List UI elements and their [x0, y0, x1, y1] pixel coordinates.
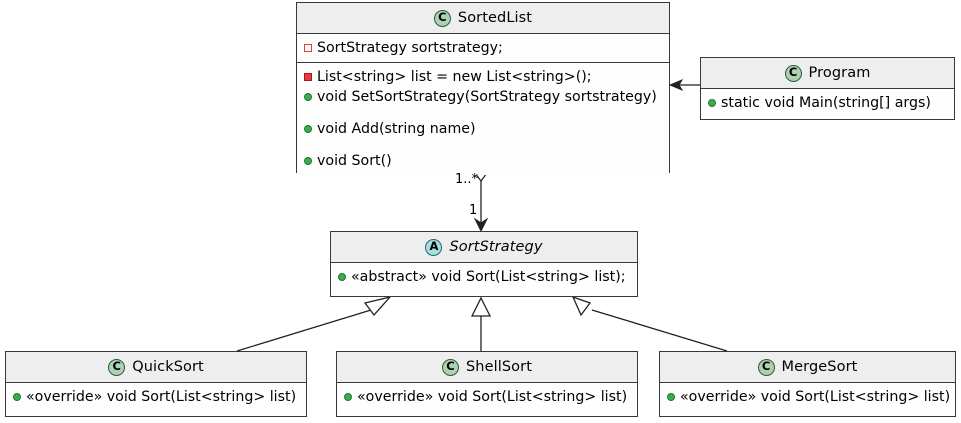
abstract-stereotype-icon: A [425, 238, 443, 256]
aggregation-target-multiplicity: 1 [469, 203, 478, 218]
public-visibility-icon [708, 99, 716, 107]
class-members-mergesort: «override» void Sort(List<string> list) [660, 383, 955, 411]
class-header-mergesort: C MergeSort [660, 352, 955, 383]
public-visibility-icon [304, 125, 312, 133]
member-row: static void Main(string[] args) [701, 93, 954, 113]
class-header-shellsort: C ShellSort [337, 352, 637, 383]
class-members-sortedlist: List<string> list = new List<string>(); … [297, 62, 669, 175]
member-label: void Add(string name) [317, 121, 476, 137]
class-members-shellsort: «override» void Sort(List<string> list) [337, 383, 637, 411]
class-stereotype-icon: C [442, 358, 459, 376]
field-row: SortStrategy sortstrategy; [297, 38, 669, 58]
class-node-quicksort[interactable]: C QuickSort «override» void Sort(List<st… [5, 351, 307, 417]
class-stereotype-icon: C [757, 358, 775, 376]
class-node-sortedlist[interactable]: C SortedList SortStrategy sortstrategy; … [296, 2, 670, 175]
class-node-program[interactable]: C Program static void Main(string[] args… [700, 57, 955, 120]
class-name-sortedlist: SortedList [457, 10, 533, 26]
private-visibility-icon [304, 73, 312, 81]
protected-visibility-icon [304, 44, 312, 52]
class-name-mergesort: MergeSort [781, 359, 858, 375]
edge-mergesort-inherits-sortstrategy [571, 295, 728, 352]
member-label: «abstract» void Sort(List<string> list); [351, 269, 626, 285]
member-row: «abstract» void Sort(List<string> list); [331, 267, 637, 287]
member-row: void Sort() [297, 151, 669, 171]
class-header-quicksort: C QuickSort [6, 352, 306, 383]
member-label: void Sort() [317, 153, 392, 169]
public-visibility-icon [304, 157, 312, 165]
public-visibility-icon [344, 393, 352, 401]
member-label: List<string> list = new List<string>(); [317, 69, 592, 85]
class-name-sortstrategy: SortStrategy [449, 239, 543, 255]
member-label: «override» void Sort(List<string> list) [26, 389, 297, 405]
member-row: «override» void Sort(List<string> list) [6, 387, 306, 407]
public-visibility-icon [13, 393, 21, 401]
member-label: «override» void Sort(List<string> list) [680, 389, 951, 405]
class-name-shellsort: ShellSort [466, 359, 532, 375]
class-members-quicksort: «override» void Sort(List<string> list) [6, 383, 306, 411]
public-visibility-icon [667, 393, 675, 401]
edge-quicksort-inherits-sortstrategy [236, 295, 392, 352]
class-header-program: C Program [701, 58, 954, 89]
member-label: static void Main(string[] args) [721, 95, 931, 111]
member-row: List<string> list = new List<string>(); [297, 67, 669, 87]
class-node-shellsort[interactable]: C ShellSort «override» void Sort(List<st… [336, 351, 638, 417]
member-row: «override» void Sort(List<string> list) [660, 387, 955, 407]
member-row: void SetSortStrategy(SortStrategy sortst… [297, 87, 669, 107]
class-node-sortstrategy[interactable]: A SortStrategy «abstract» void Sort(List… [330, 231, 638, 297]
class-stereotype-icon: C [433, 9, 451, 27]
edge-program-to-sortedlist [668, 78, 700, 92]
class-header-sortstrategy: A SortStrategy [331, 232, 637, 263]
class-name-quicksort: QuickSort [132, 359, 204, 375]
member-row: void Add(string name) [297, 119, 669, 139]
class-stereotype-icon: C [784, 64, 802, 82]
member-label: void SetSortStrategy(SortStrategy sortst… [317, 89, 657, 105]
member-row: «override» void Sort(List<string> list) [337, 387, 637, 407]
public-visibility-icon [338, 273, 346, 281]
class-members-sortstrategy: «abstract» void Sort(List<string> list); [331, 263, 637, 291]
class-name-program: Program [808, 65, 871, 81]
field-label: SortStrategy sortstrategy; [317, 40, 503, 56]
class-fields-sortedlist: SortStrategy sortstrategy; [297, 34, 669, 62]
class-header-sortedlist: C SortedList [297, 3, 669, 34]
class-node-mergesort[interactable]: C MergeSort «override» void Sort(List<st… [659, 351, 956, 417]
aggregation-source-multiplicity: 1..* [455, 172, 479, 187]
public-visibility-icon [304, 93, 312, 101]
edge-shellsort-inherits-sortstrategy [470, 296, 492, 351]
class-stereotype-icon: C [108, 358, 126, 376]
class-members-program: static void Main(string[] args) [701, 89, 954, 117]
member-label: «override» void Sort(List<string> list) [357, 389, 628, 405]
